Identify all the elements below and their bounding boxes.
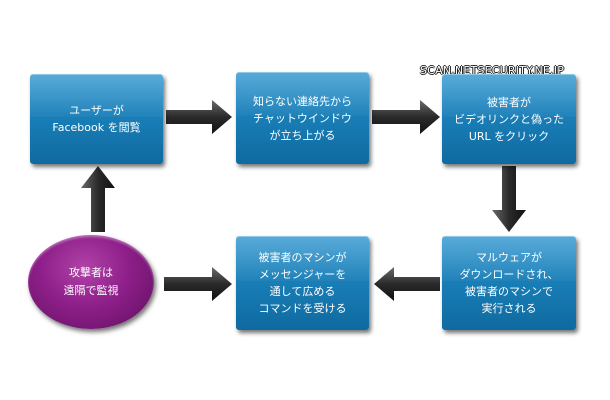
arrow-right-2 — [372, 100, 440, 134]
node-malware-downloaded: マルウェアが ダウンロードされ、 被害者のマシンで 実行される — [442, 236, 576, 330]
node-victim-clicks-url-label: 被害者が ビデオリンクと偽った URL をクリック — [454, 95, 564, 143]
arrow-down — [492, 166, 526, 232]
arrow-right-1 — [166, 100, 232, 134]
node-user-views-facebook: ユーザーが Facebook を閲覧 — [30, 74, 163, 164]
node-user-views-facebook-label: ユーザーが Facebook を閲覧 — [52, 104, 141, 134]
watermark: SCAN.NETSECURITY.NE.JP — [420, 64, 565, 77]
node-victim-clicks-url: 被害者が ビデオリンクと偽った URL をクリック — [442, 74, 576, 164]
arrow-up — [81, 166, 115, 232]
node-attacker-monitors: 攻撃者は 遠隔で監視 — [28, 235, 154, 329]
node-spread-messenger: 被害者のマシンが メッセンジャーを 通して広める コマンドを受ける — [236, 236, 369, 330]
node-malware-downloaded-label: マルウェアが ダウンロードされ、 被害者のマシンで 実行される — [459, 251, 559, 315]
node-attacker-monitors-label: 攻撃者は 遠隔で監視 — [63, 266, 119, 297]
arrow-right-3 — [164, 267, 232, 301]
node-unknown-contact-chat-label: 知らない連絡先から チャットウインドウ が立ち上がる — [253, 94, 352, 142]
node-spread-messenger-label: 被害者のマシンが メッセンジャーを 通して広める コマンドを受ける — [258, 251, 347, 315]
arrow-left — [374, 267, 440, 301]
node-unknown-contact-chat: 知らない連絡先から チャットウインドウ が立ち上がる — [236, 72, 369, 164]
